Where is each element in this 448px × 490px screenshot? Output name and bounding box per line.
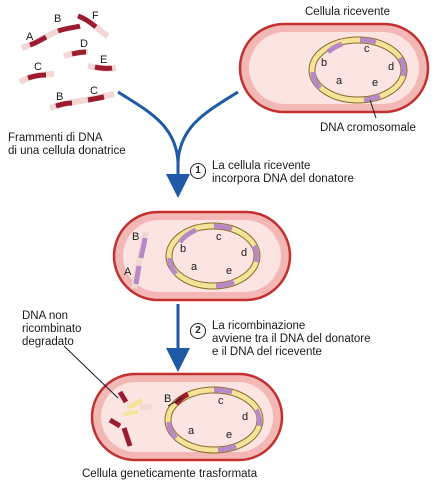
uptake-gene-d: d <box>241 247 247 259</box>
donor-gene-B2: B <box>56 91 63 103</box>
step-2-number: 2 <box>190 323 206 339</box>
donor-gene-C2: C <box>90 85 98 97</box>
uptake-gene-c: c <box>216 231 222 243</box>
uptake-gene-B: B <box>132 231 139 243</box>
chromosome-leader-line <box>369 99 377 119</box>
chromosome-gene-d: d <box>388 61 394 73</box>
uptake-gene-a: a <box>191 261 198 273</box>
transformed-gene-B: B <box>164 393 171 405</box>
donor-fragment-f <box>77 13 110 39</box>
recipient-cell-label: Cellula ricevente <box>305 6 391 18</box>
recipient-chromosome <box>308 36 408 104</box>
donor-gene-E: E <box>100 54 107 66</box>
donor-fragment-c-left <box>18 71 55 85</box>
transformed-cell: B c d a e <box>90 372 284 462</box>
recipient-cell: b c d a e <box>238 22 430 119</box>
chromosome-gene-a: a <box>336 75 343 87</box>
step-1-number: 1 <box>190 163 206 179</box>
chromosome-gene-b: b <box>321 57 327 69</box>
donor-fragment-ab <box>20 23 81 51</box>
uptake-gene-e: e <box>226 265 232 277</box>
degraded-dna-label: DNA non ricombinato degradato <box>22 310 82 348</box>
chromosomal-dna-label: DNA cromosomale <box>320 122 416 134</box>
transformed-gene-c: c <box>218 395 224 407</box>
chromosome-gene-e: e <box>372 77 378 89</box>
step-1-text: La cellula ricevente incorpora DNA del d… <box>212 160 354 185</box>
uptake-gene-A: A <box>124 266 132 278</box>
recombined-leader-line <box>167 397 183 407</box>
transformed-gene-e: e <box>226 429 232 441</box>
transformed-cell-label: Cellula geneticamente trasformata <box>82 468 258 480</box>
donor-gene-D: D <box>80 38 88 50</box>
donor-gene-A: A <box>26 31 34 43</box>
donor-dna-fragments: A B F D E C B C <box>18 10 117 111</box>
donor-fragment-d <box>62 49 89 59</box>
transformed-gene-a: a <box>188 425 195 437</box>
uptake-gene-b: b <box>180 243 186 255</box>
degraded-dna-fragments <box>108 390 153 447</box>
transformed-gene-d: d <box>242 411 248 423</box>
donor-gene-F: F <box>92 10 99 22</box>
transformed-chromosome <box>164 386 264 454</box>
uptake-chromosome <box>165 222 261 290</box>
merge-arrows <box>117 90 239 198</box>
chromosome-gene-c: c <box>364 43 370 55</box>
degraded-leader-line <box>63 345 119 399</box>
step-2-text: La ricombinazione avviene tra il DNA del… <box>212 320 371 358</box>
donor-fragment-bc <box>49 91 115 111</box>
donor-gene-C: C <box>34 61 42 73</box>
uptake-donor-fragment <box>131 231 149 289</box>
donor-gene-B: B <box>54 13 61 25</box>
donor-fragment-e <box>87 63 117 72</box>
uptake-cell: B A b c d a e <box>112 210 292 302</box>
donor-fragments-label: Frammenti di DNA di una cellula donatric… <box>8 132 126 157</box>
